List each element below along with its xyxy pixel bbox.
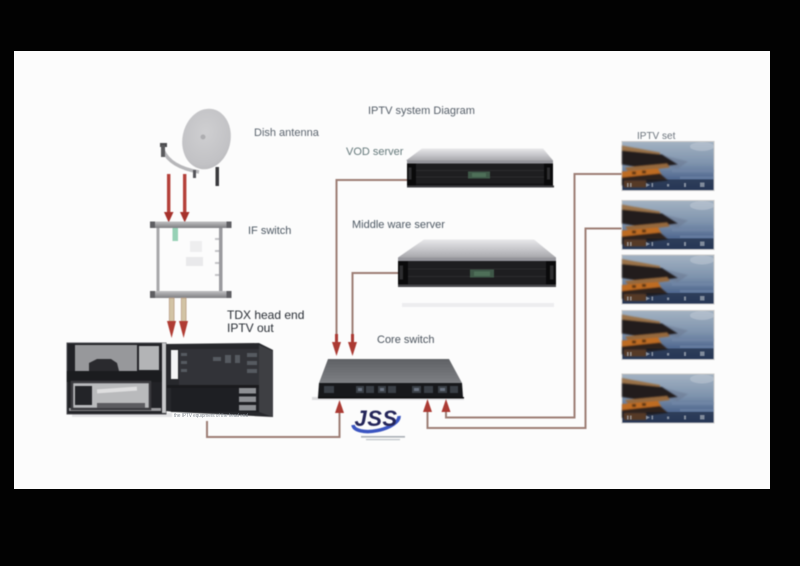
svg-text:JSS: JSS	[355, 406, 398, 431]
